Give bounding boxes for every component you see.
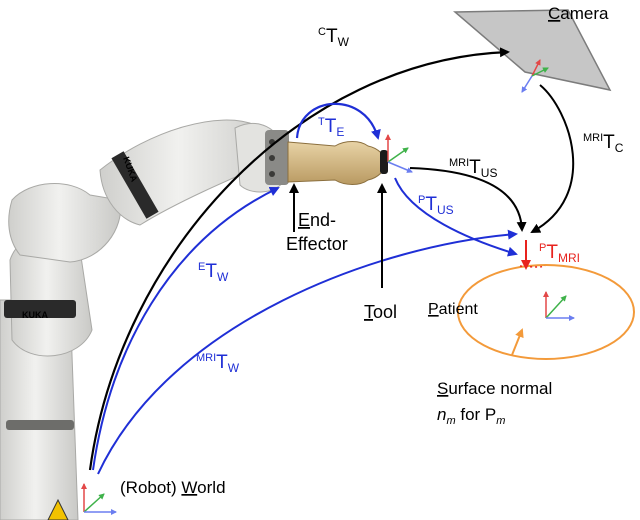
joint-ring (4, 300, 76, 318)
joint-ring (111, 151, 159, 219)
arrow-e-tw (92, 186, 280, 471)
label-e-tw: ETW (198, 261, 229, 284)
camera-label: Camera (548, 4, 609, 23)
end-effector-label-line2: Effector (286, 234, 348, 254)
surface-normal-arrow (511, 328, 524, 356)
world-label: (Robot) World (120, 478, 226, 497)
camera-frame-axes (521, 59, 549, 93)
end-effector-label-line1: End- (298, 210, 336, 230)
label-c-tw: CTW (318, 26, 350, 49)
tool-label: Tool (364, 302, 397, 322)
patient-label: Patient (428, 301, 478, 318)
arrow-mri-tw (97, 229, 518, 475)
robot-brand-lower: KUKA (22, 310, 48, 320)
wrist-flange (265, 130, 289, 185)
joint-ring (6, 420, 74, 430)
label-p-tmri: PTMRI (539, 242, 580, 265)
arrow-mri-tc (530, 84, 575, 233)
label-mri-tc: MRITC (583, 132, 624, 155)
patient-ellipse (457, 264, 635, 360)
label-t-te: TTE (318, 116, 344, 139)
tool-frame-axes (385, 134, 413, 173)
arrow-c-tw (88, 47, 510, 471)
surface-normal-label: Surface normal (437, 379, 552, 398)
arrow-p-tus (394, 177, 518, 257)
warning-icon (47, 498, 69, 520)
normal-for-point-label: nm for Pm (437, 405, 505, 427)
label-p-tus: PTUS (418, 194, 454, 217)
tool-probe (287, 141, 387, 185)
arrow-t-te (295, 102, 381, 140)
patient-frame-axes (543, 291, 575, 321)
patient-dotted-edge (519, 265, 546, 268)
label-mri-tw: MRITW (196, 352, 240, 375)
label-mri-tus: MRITUS (449, 157, 497, 180)
probe-tip (380, 150, 388, 174)
world-frame-axes (81, 483, 117, 515)
arrow-mri-tus (409, 167, 527, 232)
robot-arm: KUKA KUKA (0, 119, 388, 520)
